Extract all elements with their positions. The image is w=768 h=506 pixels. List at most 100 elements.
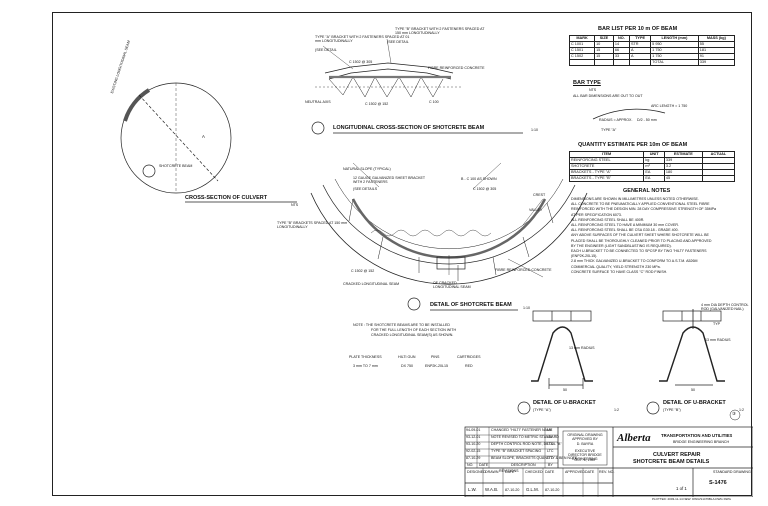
rev-date: 87-10-29	[466, 456, 481, 460]
list-item: ALL REINFORCING STEEL SHALL BE 400R.	[571, 217, 645, 222]
culvert-dim-a: A	[202, 134, 205, 139]
cell	[594, 59, 614, 66]
list-item: AT PER SPECIFICATION 6073.	[571, 212, 622, 217]
list-item: ALL REINFORCING STEEL TO HAVE A MINIMUM …	[571, 223, 679, 228]
list-item: REINFORCED WITH THE DESIGN MIN. 28 DAY C…	[571, 207, 716, 212]
det-natural-slope: NATURAL SLOPE (TYPICAL)	[343, 167, 391, 171]
rev-date: 93-12-01	[466, 435, 481, 439]
det-see-details: (SEE DETAILS	[353, 187, 378, 191]
long-frc-label: FIBRE REINFORCED CONCRETE	[428, 66, 485, 70]
list-item: COMMERCIAL QUALITY, YIELD STRENGTH 230 M…	[571, 264, 661, 269]
approval-line1: ORIGINAL DRAWING APPROVED BY	[567, 433, 603, 442]
det-typeb-callout: TYPE "B" BRACKETS SPACED AT 150 mm LONGI…	[277, 221, 348, 230]
sig-label: DATE	[505, 470, 515, 474]
det-gauge-callout: 12 GAUGE GALVANIZED SHEET BRACKET WITH 2…	[353, 176, 426, 185]
rev-date: 92-02-15	[466, 449, 481, 453]
bracket-b-typ: TYP	[713, 322, 720, 326]
sheet-count: 1 of 1	[676, 486, 687, 491]
list-item: 2.8 mm THICK GALVANIZED U-BRACKET TO CON…	[571, 259, 698, 264]
cell: EA	[643, 175, 665, 182]
plate-header-thickness: PLATE THICKNESS	[349, 355, 382, 359]
bar-type-radius-value: D/2 - 50 mm	[637, 118, 657, 122]
culvert-shotcrete-label: SHOTCRETE BEAM	[159, 164, 193, 168]
long-neutral-axis: NEUTRAL AXIS	[305, 100, 331, 104]
detail-b-scale: 1:2	[739, 408, 744, 412]
alberta-logo: Alberta	[617, 432, 651, 444]
rev-desc: TYPE "B" BRACKET SPACING	[491, 449, 542, 453]
detail-shotcrete-title: DETAIL OF SHOTCRETE BEAM	[430, 302, 512, 308]
sig-label: DESIGNED	[467, 470, 486, 474]
rev-desc: DEPTH CONTROL ROD NOTE, DETAIL "B"	[491, 442, 562, 446]
det-note-1: NOTE : THE SHOTCRETE BEAMS ARE TO BE INS…	[353, 323, 450, 327]
cell	[612, 59, 630, 66]
det-frc-label: FIBRE REINFORCED CONCRETE	[495, 268, 552, 272]
bracket-a-radius: 13 mm RADIUS	[569, 346, 595, 350]
org-branch: BRIDGE ENGINEERING BRANCH	[673, 440, 730, 444]
bracket-b-radius: 13 mm RADIUS	[705, 338, 731, 342]
sig-value: L.W.	[468, 487, 477, 492]
det-bar-152: C 1502 @ 152	[351, 269, 375, 273]
bar-list-title: BAR LIST PER 10 m OF BEAM	[598, 26, 678, 32]
cell	[568, 59, 596, 66]
rev-by: LTC	[547, 456, 554, 460]
drawing-title-2: SHOTCRETE BEAM DETAILS	[633, 459, 710, 465]
plate-header-pins: PINS	[431, 355, 440, 359]
sig-label: DRAWN	[485, 470, 499, 474]
cell: 339	[697, 59, 736, 66]
bar-list-table: MARK SIZE NO. TYPE LENGTH (mm) MASS (kg)…	[568, 35, 736, 66]
detail-b-type: (TYPE "B")	[663, 408, 681, 412]
approval-name: D. BAYRA	[576, 442, 594, 446]
det-cracked-seam-2: OF CRACKED LONGITUDINAL SEAM	[433, 281, 471, 290]
plate-value-thickness: 3 mm TO 7 mm	[353, 364, 378, 368]
det-note-2: FOR THE FULL LENGTH OF EACH SECTION WITH	[371, 328, 457, 332]
detail-a-title: DETAIL OF U-BRACKET	[533, 400, 596, 406]
plate-header-cartridges: CARTRIDGES	[457, 355, 481, 359]
sig-label: APPROVED	[565, 470, 585, 474]
cell: TOTAL	[650, 59, 699, 66]
det-valley: VALLEY	[529, 208, 543, 212]
rev-desc: CHANGED "HILTI" FASTENER NAME	[491, 428, 553, 432]
sig-value: W.A.B.	[485, 487, 499, 492]
plate-value-cartridges: RED	[465, 364, 473, 368]
rev-by: LTC	[547, 442, 554, 446]
long-type-b-callout: TYPE "B" BRACKET WITH 2 FASTENERS SPACED…	[395, 27, 485, 36]
det-bar-top: B - C 100 AS SHOWN	[461, 177, 497, 181]
rev-header-no: NO.	[467, 463, 474, 467]
culvert-section-title: CROSS-SECTION OF CULVERT	[185, 195, 268, 201]
rev-desc: BEAM SLOPE, BRACKETS QUANTITY & BEN NOTE	[491, 456, 578, 460]
bar-type-title: BAR TYPE	[573, 80, 601, 86]
std-drawing-label: STANDARD DRAWING	[713, 470, 751, 474]
bracket-b-dim: 50	[691, 388, 695, 392]
general-notes-list: DIMENSIONS ARE SHOWN IN MILLIMETRES UNLE…	[571, 197, 716, 275]
plate-value-gun: DX 750	[401, 364, 413, 368]
rev-date: 94-09-01	[466, 428, 481, 432]
list-item: ALL REINFORCING STEEL SHALL BE CSA G30.1…	[571, 228, 679, 233]
rev-date: 93-10-20	[466, 442, 481, 446]
list-item: PLACED SHALL BE THOROUGHLY CLEANED PRIOR…	[571, 238, 712, 243]
rev-desc: NOTE REVISED TO METRIC STANDARD	[491, 435, 559, 439]
list-item: CONCRETE SURFACE TO HAVE CLASS "C" ROD F…	[571, 269, 668, 274]
org-dept: TRANSPORTATION AND UTILITIES	[661, 433, 733, 438]
detail-a-type: (TYPE "A")	[533, 408, 551, 412]
list-item: EACH U-BRACKET TO BE CONNECTED TO SPCSP …	[571, 249, 707, 254]
plate-header-gun: HILTI GUN	[398, 355, 416, 359]
rev-by: LN	[547, 435, 552, 439]
long-bar-305: C 1502 @ 305	[349, 60, 373, 64]
long-bar-152: C 1502 @ 152	[365, 102, 389, 106]
bar-type-radius: RADIUS = APPROX.	[599, 118, 633, 122]
quantity-title: QUANTITY ESTIMATE PER 10m OF BEAM	[578, 142, 688, 148]
approval-title: EXECUTIVE DIRECTOR BRIDGE ENGINEERING	[568, 449, 602, 462]
drawing-number: S-1476	[709, 480, 727, 486]
long-c100: C 100	[429, 100, 439, 104]
long-section-title: LONGITUDINAL CROSS-SECTION OF SHOTCRETE …	[333, 125, 485, 131]
list-item: DIMENSIONS ARE SHOWN IN MILLIMETRES UNLE…	[571, 197, 699, 201]
sig-label: REV. NO.	[599, 470, 615, 474]
cell: 45	[663, 175, 703, 182]
long-type-a-callout: TYPE "A" BRACKET WITH 2 FASTENERS SPACED…	[315, 35, 410, 44]
det-bar-305: C 1502 @ 305	[473, 187, 497, 191]
rev-by: LN	[547, 428, 552, 432]
bar-type-scale: NTS	[589, 88, 597, 92]
